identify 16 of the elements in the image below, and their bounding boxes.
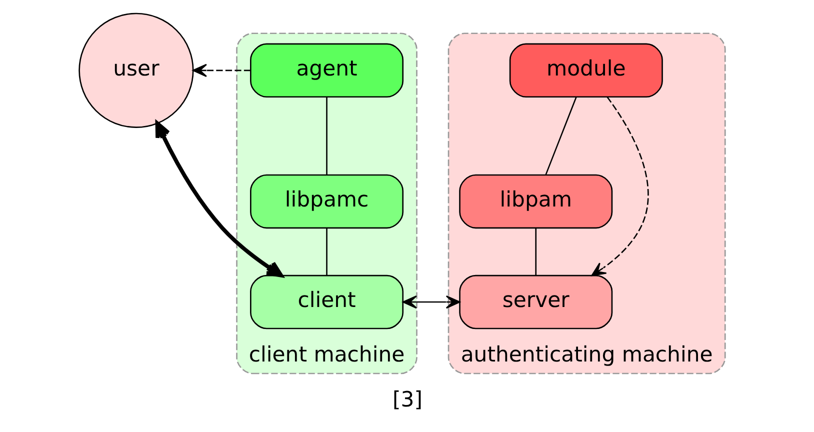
arrow xyxy=(590,96,648,276)
node-box: module xyxy=(508,43,662,98)
node-box: libpam xyxy=(458,174,612,229)
connector xyxy=(326,97,327,175)
node-circle: user xyxy=(78,12,194,128)
node-box: agent xyxy=(250,43,404,98)
connector xyxy=(326,228,327,276)
arrow xyxy=(154,121,282,278)
node-box: client xyxy=(250,274,404,330)
node-box: server xyxy=(458,274,612,330)
node-box: libpamc xyxy=(250,174,404,229)
arrow xyxy=(192,64,250,78)
arrow xyxy=(402,295,460,309)
caption: [3] xyxy=(392,386,422,412)
connector xyxy=(544,96,576,176)
connector xyxy=(534,228,536,276)
